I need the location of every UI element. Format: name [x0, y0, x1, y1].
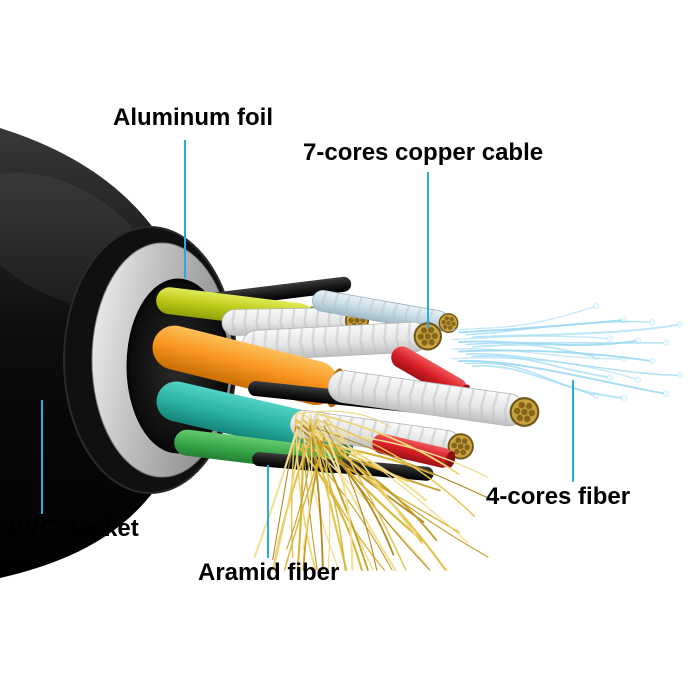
label-aluminum-foil: Aluminum foil — [113, 104, 273, 131]
label-pvc-jacket: PVC Jacket — [8, 515, 139, 542]
copper-cable-graphic — [327, 370, 542, 429]
copper-cable-graphic — [241, 321, 443, 361]
optic-fiber-graphic — [451, 302, 684, 402]
red-wire-graphic — [372, 433, 456, 468]
blue-twisted-cable-graphic — [312, 289, 461, 335]
label-copper-cable: 7-cores copper cable — [303, 139, 544, 166]
label-fiber: 4-cores fiber — [486, 483, 631, 510]
aramid-fiber-graphic — [253, 410, 489, 572]
label-aramid-fiber: Aramid fiber — [198, 559, 340, 586]
